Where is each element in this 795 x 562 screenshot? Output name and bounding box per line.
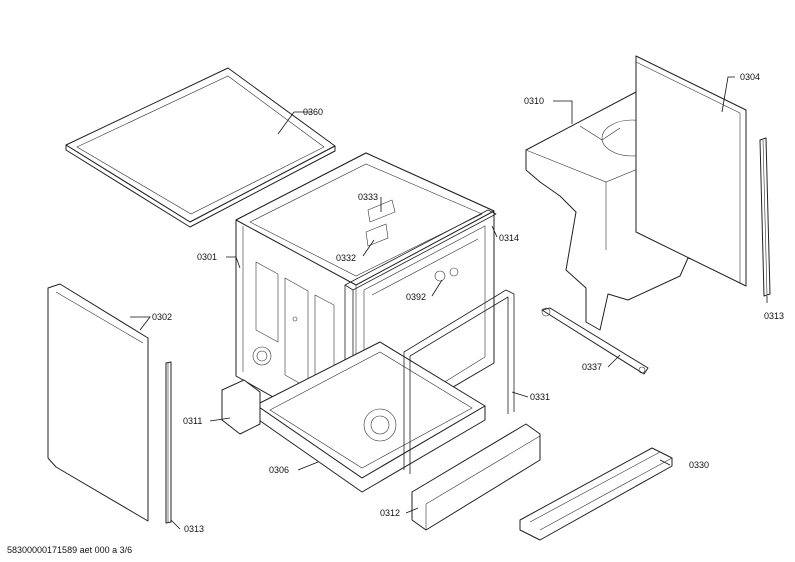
part-plinth — [411, 423, 541, 531]
leader-lines — [130, 76, 768, 530]
label-0312: 0312 — [380, 508, 400, 518]
part-base-tray — [255, 341, 486, 493]
label-0333: 0333 — [358, 192, 378, 202]
label-0313-right: 0313 — [764, 311, 784, 321]
label-0310: 0310 — [524, 96, 544, 106]
label-0306: 0306 — [269, 465, 289, 475]
part-cabinet-frame — [235, 152, 495, 445]
part-door-seal — [403, 289, 515, 474]
part-side-seal-right — [759, 137, 771, 297]
label-0360: 0360 — [303, 107, 323, 117]
part-bottom-rail — [519, 447, 673, 541]
part-top-cover — [65, 67, 336, 228]
part-side-seal-left — [165, 361, 172, 524]
part-insulation-block — [221, 379, 261, 435]
label-0392: 0392 — [406, 292, 426, 302]
part-rear-panel — [635, 55, 747, 287]
label-0314: 0314 — [499, 233, 519, 243]
drawing-reference: 58300000171589 aet 000 a 3/6 — [7, 545, 132, 555]
label-0304: 0304 — [740, 72, 760, 82]
label-0330: 0330 — [689, 460, 709, 470]
label-0332: 0332 — [336, 253, 356, 263]
label-0337: 0337 — [582, 362, 602, 372]
part-labels: 0360 0310 0304 0333 0332 0301 0314 0392 … — [152, 72, 784, 534]
part-front-panel — [47, 283, 149, 522]
label-0311: 0311 — [183, 416, 202, 426]
label-0313-left: 0313 — [184, 524, 204, 534]
part-spray-rod — [541, 307, 649, 375]
label-0302: 0302 — [152, 312, 172, 322]
label-0331: 0331 — [530, 392, 550, 402]
label-0301: 0301 — [197, 252, 217, 262]
